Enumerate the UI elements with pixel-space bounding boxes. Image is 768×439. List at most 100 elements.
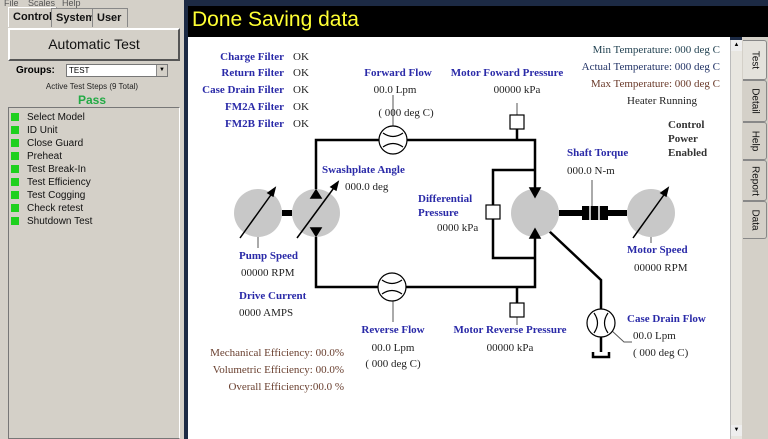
side-tab-detail[interactable]: Detail xyxy=(743,80,767,122)
test-step-item[interactable]: Test Break-In xyxy=(11,163,86,176)
side-tab-data[interactable]: Data xyxy=(743,201,767,239)
torque-coupling xyxy=(582,206,608,220)
test-step-label: Preheat xyxy=(27,151,63,162)
case-drain-line xyxy=(548,230,603,352)
chevron-down-icon[interactable]: ▼ xyxy=(156,65,167,76)
forward-flow-label: Forward Flow xyxy=(364,67,432,79)
reverse-flow-meter xyxy=(377,272,407,302)
test-step-item[interactable]: Test Cogging xyxy=(11,189,85,202)
differential-pressure-label1: Differential xyxy=(418,193,473,205)
motor-forward-pressure-value: 00000 kPa xyxy=(493,84,541,96)
side-tab-data-label: Data xyxy=(749,209,760,231)
pump-speed-label: Pump Speed xyxy=(239,250,298,262)
swashplate-label: Swashplate Angle xyxy=(322,164,405,176)
side-tab-test[interactable]: Test xyxy=(743,40,767,80)
actual-temperature: Actual Temperature: 000 deg C xyxy=(581,61,720,73)
test-step-item[interactable]: ID Unit xyxy=(11,124,58,137)
scroll-down-arrow-icon[interactable]: ▼ xyxy=(731,425,742,436)
case-drain-flow-temp: ( 000 deg C) xyxy=(633,347,689,359)
menu-file[interactable]: File xyxy=(4,0,19,8)
side-tab-report[interactable]: Report xyxy=(743,160,767,201)
groups-label: Groups: xyxy=(16,65,55,76)
test-step-label: Test Efficiency xyxy=(27,177,91,188)
header-title: Done Saving data xyxy=(192,8,359,31)
test-step-label: Shutdown Test xyxy=(27,216,93,227)
forward-flow-temp: ( 000 deg C) xyxy=(378,107,434,119)
test-step-label: ID Unit xyxy=(27,125,58,136)
case-drain-filter-label: Case Drain Filter xyxy=(202,84,284,96)
fm2a-filter-label: FM2A Filter xyxy=(225,101,284,113)
volumetric-efficiency: Volumetric Efficiency: 00.0% xyxy=(212,364,344,376)
reverse-flow-temp: ( 000 deg C) xyxy=(365,358,421,370)
case-drain-tank xyxy=(591,352,611,359)
status-led-icon xyxy=(11,178,19,186)
return-filter-label: Return Filter xyxy=(221,67,284,79)
reverse-line xyxy=(314,237,537,289)
hydraulic-diagram xyxy=(234,95,675,359)
control-power-line2: Power xyxy=(668,133,698,145)
status-led-icon xyxy=(11,165,19,173)
vertical-scrollbar[interactable]: ▲ ▼ xyxy=(730,40,742,439)
status-led-icon xyxy=(11,217,19,225)
left-panel: File Scales Help Control System User Aut… xyxy=(0,0,184,439)
control-power-line3: Enabled xyxy=(668,147,708,159)
side-tab-help-label: Help xyxy=(749,130,760,152)
scroll-up-arrow-icon[interactable]: ▲ xyxy=(731,40,742,51)
motor-reverse-pressure-value: 00000 kPa xyxy=(486,342,534,354)
motor-forward-pressure-label: Motor Foward Pressure xyxy=(450,67,564,79)
side-tab-report-label: Report xyxy=(749,165,760,196)
automatic-test-button[interactable]: Automatic Test xyxy=(8,28,180,61)
detail-panel: Charge Filter OK Return Filter OK Case D… xyxy=(188,37,730,439)
groups-select[interactable]: TEST▼ xyxy=(66,64,168,77)
reverse-flow-label: Reverse Flow xyxy=(361,324,425,336)
fm2b-filter-label: FM2B Filter xyxy=(225,118,284,130)
motor-speed-label: Motor Speed xyxy=(627,244,688,256)
differential-pressure-sensor xyxy=(485,204,501,220)
side-tab-detail-label: Detail xyxy=(749,88,760,114)
status-led-icon xyxy=(11,204,19,212)
side-tab-help[interactable]: Help xyxy=(743,122,767,160)
motor-speed-value: 00000 RPM xyxy=(634,262,688,274)
heater-status: Heater Running xyxy=(627,95,697,107)
tab-control[interactable]: Control xyxy=(8,7,58,27)
case-drain-flow-label: Case Drain Flow xyxy=(627,313,706,325)
differential-pressure-label2: Pressure xyxy=(418,207,459,219)
side-tabs: Test Detail Help Report Data xyxy=(742,37,768,439)
pump-speed-value: 00000 RPM xyxy=(241,267,295,279)
test-step-item[interactable]: Close Guard xyxy=(11,137,83,150)
swashplate-value: 000.0 deg xyxy=(345,181,389,193)
charge-filter-label: Charge Filter xyxy=(220,51,284,63)
control-power-line1: Control xyxy=(668,119,705,131)
tab-user[interactable]: User xyxy=(92,8,128,27)
max-temperature: Max Temperature: 000 deg C xyxy=(590,78,720,90)
menu-scales[interactable]: Scales xyxy=(28,0,56,8)
shaft-torque-label: Shaft Torque xyxy=(567,147,629,159)
test-step-label: Test Cogging xyxy=(27,190,86,201)
active-steps-label: Active Test Steps (9 Total) xyxy=(45,82,139,91)
test-step-item[interactable]: Select Model xyxy=(11,111,85,124)
reverse-flow-value: 00.0 Lpm xyxy=(371,342,415,354)
case-drain-flow-meter xyxy=(586,308,616,338)
drive-current-value: 0000 AMPS xyxy=(239,307,294,319)
test-step-item[interactable]: Test Efficiency xyxy=(11,176,91,189)
test-step-item[interactable]: Check retest xyxy=(11,202,83,215)
charge-filter-value: OK xyxy=(293,51,309,63)
shaft-torque-value: 000.0 N-m xyxy=(567,165,615,177)
menu-help[interactable]: Help xyxy=(62,0,81,8)
drive-current-label: Drive Current xyxy=(239,290,307,302)
return-filter-value: OK xyxy=(293,67,309,79)
status-led-icon xyxy=(11,152,19,160)
test-step-item[interactable]: Shutdown Test xyxy=(11,215,92,228)
status-led-icon xyxy=(11,191,19,199)
overall-efficiency: Overall Efficiency:00.0 % xyxy=(228,381,344,393)
forward-flow-meter xyxy=(378,125,408,155)
forward-line xyxy=(314,138,537,189)
case-drain-filter-value: OK xyxy=(293,84,309,96)
mechanical-efficiency: Mechanical Efficiency: 00.0% xyxy=(210,347,344,359)
status-led-icon xyxy=(11,113,19,121)
motor-forward-pressure-sensor xyxy=(509,114,525,130)
test-step-item[interactable]: Preheat xyxy=(11,150,62,163)
motor-reverse-pressure-sensor xyxy=(509,302,525,318)
side-tab-test-label: Test xyxy=(749,50,760,70)
